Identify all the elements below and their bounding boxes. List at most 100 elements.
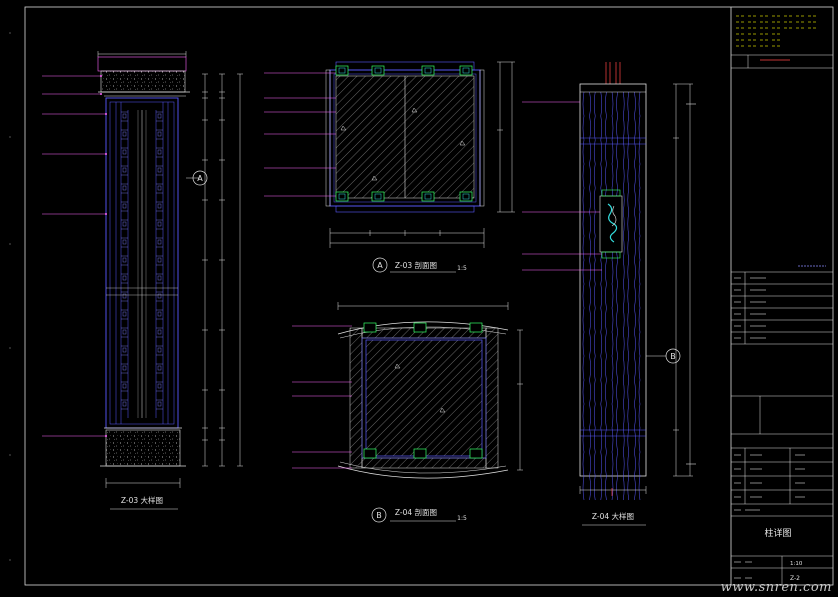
fret-box: [157, 365, 162, 371]
z03-leader-lines: [42, 75, 107, 437]
fret-box: [157, 149, 162, 155]
fret-box: [157, 275, 162, 281]
z03-capital: [97, 56, 187, 72]
z04-left-wall: [349, 327, 363, 469]
z04-section-badge-circle: [371, 507, 387, 523]
clip-inner: [462, 67, 470, 74]
clip-fitting: [363, 322, 377, 333]
clip-fitting: [413, 322, 427, 333]
z03-callout-a: A: [197, 174, 203, 183]
clip-inner: [424, 67, 432, 74]
leader-dot: [105, 113, 107, 115]
z04-leader-lines: [522, 101, 602, 271]
clip-inner: [374, 67, 382, 74]
z03-fret-pattern: [121, 111, 163, 410]
grain-line: [582, 91, 585, 501]
leader-dot: [100, 75, 102, 77]
watermark: www.snren.com: [720, 580, 832, 595]
drawing-number: Z-2: [790, 575, 800, 582]
fret-box: [157, 311, 162, 317]
fret-box: [122, 239, 127, 245]
z03-section-drawing: A Z-03 剖面图 1:5: [264, 61, 515, 273]
leader-dot: [105, 213, 107, 215]
z04-column-body: [579, 83, 647, 477]
fret-box: [157, 203, 162, 209]
grain-line: [605, 91, 607, 501]
fret-box: [122, 365, 127, 371]
z04-ornament-frame: [599, 195, 623, 253]
fret-box: [122, 311, 127, 317]
fret-box: [122, 113, 127, 119]
clip-inner: [424, 193, 432, 200]
z04-elevation-drawing: B Z-04 大样图: [522, 62, 696, 526]
z03-section-leaders: [264, 72, 336, 197]
clip-fitting: [371, 191, 385, 202]
clip-fitting: [459, 191, 473, 202]
clip-fitting: [335, 65, 349, 76]
fret-box: [157, 329, 162, 335]
fret-box: [122, 329, 127, 335]
z03-elevation-drawing: A Z-03 大样图: [42, 51, 243, 510]
fret-box: [122, 275, 127, 281]
fret-box: [157, 257, 162, 263]
z03-section-scale: 1:5: [457, 265, 467, 272]
z03-section-badge: A: [377, 261, 383, 270]
grain-line: [611, 91, 614, 501]
grain-line: [638, 91, 641, 501]
clip-fitting: [469, 448, 483, 459]
clip-inner: [462, 193, 470, 200]
z04-section-badge: B: [376, 511, 382, 520]
fret-box: [157, 383, 162, 389]
z04-wood-grain: [582, 91, 641, 501]
z04-section-glass: [365, 339, 483, 457]
z03-base-stone: [105, 429, 181, 467]
grain-line: [627, 91, 630, 501]
clip-fitting: [421, 65, 435, 76]
z03-section-badge-circle: [372, 257, 388, 273]
z03-dimension-ticks: [202, 73, 243, 467]
z03-section-clips: [335, 65, 473, 202]
margin-marks: [9, 32, 11, 561]
fret-box: [122, 401, 127, 407]
z04-elevation-title: Z-04 大样图: [592, 511, 634, 521]
fret-box: [157, 293, 162, 299]
z04-section-clips: [363, 322, 483, 459]
drawing-scale: 1:10: [790, 561, 803, 567]
fret-box: [157, 221, 162, 227]
fret-box: [122, 131, 127, 137]
grain-line: [600, 91, 603, 501]
fret-box: [122, 149, 127, 155]
fret-box: [122, 221, 127, 227]
fret-box: [157, 347, 162, 353]
z04-section-scale: 1:5: [457, 515, 467, 522]
grain-line: [622, 91, 625, 501]
clip-fitting: [459, 65, 473, 76]
grain-line: [634, 91, 636, 501]
title-block-notes: [736, 15, 816, 47]
clip-fitting: [469, 322, 483, 333]
z04-section-drawing: B Z-04 剖面图 1:5: [292, 302, 523, 523]
drawing-name: 柱详图: [764, 527, 791, 539]
fret-box: [157, 131, 162, 137]
leader-dot: [105, 153, 107, 155]
fret-box: [157, 167, 162, 173]
z04-callout-b: B: [670, 352, 676, 361]
clip-inner: [374, 193, 382, 200]
fret-box: [157, 113, 162, 119]
title-block-rows: [734, 277, 805, 579]
leader-dot: [100, 93, 102, 95]
fret-box: [122, 203, 127, 209]
grain-line: [593, 91, 596, 501]
clip-inner: [338, 193, 346, 200]
z03-section-title: Z-03 剖面图: [395, 260, 437, 270]
clip-fitting: [421, 191, 435, 202]
grain-line: [589, 91, 591, 501]
z03-elevation-title: Z-03 大样图: [121, 495, 163, 505]
leader-dot: [105, 435, 107, 437]
z04-right-wall: [485, 327, 499, 469]
fret-box: [122, 347, 127, 353]
fret-box: [122, 257, 127, 263]
grain-line: [616, 91, 618, 501]
z03-capital-stone: [100, 70, 186, 93]
